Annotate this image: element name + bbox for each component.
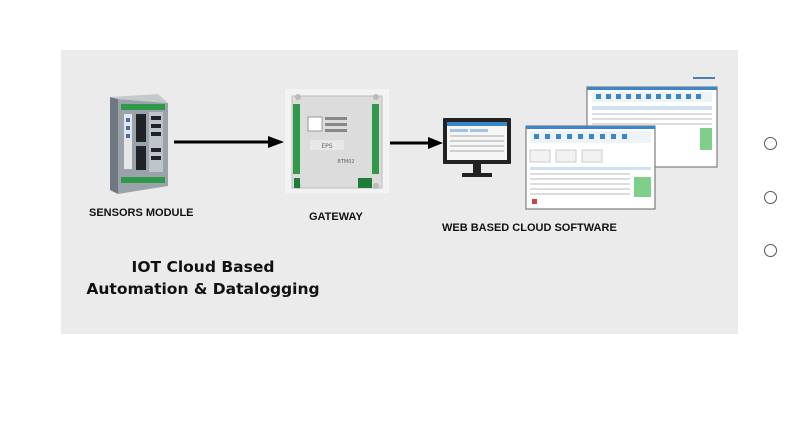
cloud-software-label: WEB BASED CLOUD SOFTWARE xyxy=(442,222,617,234)
title-line-1: IOT Cloud Based xyxy=(131,258,275,276)
gateway-model-text: BTM02 xyxy=(337,159,354,165)
slider-dot-3[interactable] xyxy=(764,244,777,257)
gateway-device-icon: EPS BTM02 xyxy=(285,89,389,193)
sensors-module-label: SENSORS MODULE xyxy=(89,207,194,219)
software-screenshot-front xyxy=(525,125,656,210)
monitor-icon xyxy=(443,118,511,177)
gateway-label: GATEWAY xyxy=(309,211,363,223)
arrow-sensors-to-gateway xyxy=(174,136,284,148)
diagram-title: IOT Cloud Based Automation & Datalogging xyxy=(60,256,346,300)
title-line-2: Automation & Datalogging xyxy=(86,280,320,298)
arrow-gateway-to-cloud xyxy=(390,137,443,149)
sensors-module-icon xyxy=(110,94,168,194)
slider-dot-1[interactable] xyxy=(764,137,777,150)
slider-dot-2[interactable] xyxy=(764,191,777,204)
header-accent-line xyxy=(693,77,715,79)
gateway-brand-text: EPS xyxy=(321,143,332,150)
